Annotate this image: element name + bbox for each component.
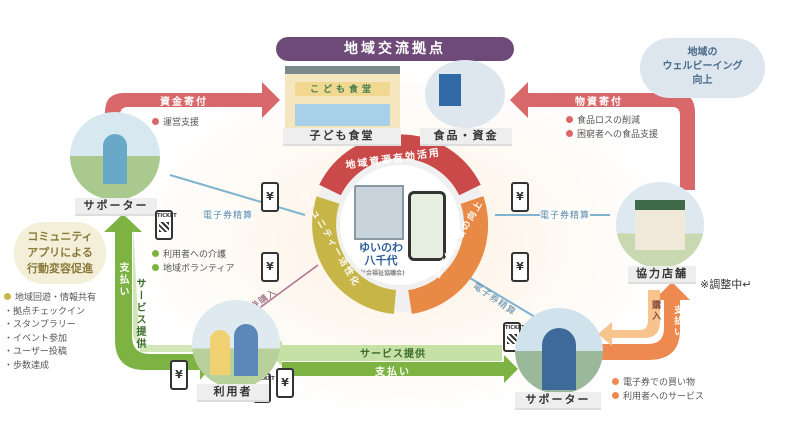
title-banner: 地域交流拠点 xyxy=(276,37,514,61)
pay-bottom-arrow xyxy=(282,362,504,376)
ring-segment-orange xyxy=(407,196,489,314)
service-left-arrow xyxy=(104,214,215,380)
yen-phone-icon: ¥ xyxy=(261,182,279,212)
pay-left-label: 支払い xyxy=(117,262,128,298)
goods-donation-arrow xyxy=(510,82,695,190)
note-adjusting: ※調整中↵ xyxy=(700,278,752,291)
yen-phone-icon: ¥ xyxy=(276,368,294,398)
yen-phone-icon: ¥ xyxy=(261,252,279,282)
service-bottom-arrow xyxy=(282,345,502,361)
pay-right-label: 支払い xyxy=(672,305,682,338)
office-building-icon xyxy=(354,185,404,240)
supporter-top-image xyxy=(70,112,160,200)
supporter-bottom-image xyxy=(515,308,603,394)
settle-left-label: 電子券精算 xyxy=(203,208,254,221)
ring-segment-red xyxy=(319,134,481,196)
goods-donation-label: 物資寄付 xyxy=(575,97,623,108)
supporter-bottom-label: サポーター xyxy=(515,392,601,410)
ticket-phone-icon: TICKET xyxy=(155,210,177,240)
service-bottom-label: サービス提供 xyxy=(360,349,426,360)
users-image xyxy=(192,300,280,388)
service-left-label: サービス提供 xyxy=(134,278,145,350)
food-funds-label: 食品・資金 xyxy=(420,128,512,146)
community-bullets: 地域回遊・情報共有 ・拠点チェックイン ・スタンプラリー ・イベント参加 ・ユー… xyxy=(4,293,97,371)
yen-phone-icon: ¥ xyxy=(511,252,529,282)
app-phone-image xyxy=(408,191,446,261)
fund-donation-arrow xyxy=(105,82,280,150)
purchase-right-arrow xyxy=(598,290,660,346)
community-app-bubble: コミュニティアプリによる行動変容促進 xyxy=(14,222,106,284)
pay-bottom-label: 支払い xyxy=(375,367,411,378)
kodomo-shokudo-label: 子ども食堂 xyxy=(283,128,401,146)
shop-sign: こども食堂 xyxy=(295,82,390,96)
fund-bullets: 運営支援 xyxy=(152,116,199,130)
wellbeing-cloud: 地域のウェルビーイング向上 xyxy=(640,38,765,98)
supporter-top-label: サポーター xyxy=(75,198,157,216)
supporter-bottom-bullets: 電子券での買い物 利用者へのサービス xyxy=(612,376,704,404)
kodomo-shokudo-building: こども食堂 xyxy=(285,66,400,128)
supporter-top-bullets: 利用者への介護 地域ボランティア xyxy=(152,248,234,276)
shop-image xyxy=(616,182,704,268)
shop-label: 協力店舗 xyxy=(628,266,696,284)
users-label: 利用者 xyxy=(197,384,269,402)
yen-phone-icon: ¥ xyxy=(511,182,529,212)
yen-phone-icon: ¥ xyxy=(170,360,188,390)
purchase-right-label: 購入 xyxy=(650,300,660,322)
org-name: ゆいのわ八千代 (社会福祉協議会) xyxy=(357,241,405,277)
goods-bullets: 食品ロスの削減 困窮者への食品支援 xyxy=(566,114,658,142)
center-hub: ゆいのわ八千代 (社会福祉協議会) xyxy=(340,165,460,285)
food-funds-image xyxy=(425,60,505,128)
fund-donation-label: 資金寄付 xyxy=(160,97,208,108)
pay-right-arrow xyxy=(600,282,690,360)
ring-segment-yellow xyxy=(312,196,397,314)
settle-right-label: 電子券精算 xyxy=(540,208,591,221)
